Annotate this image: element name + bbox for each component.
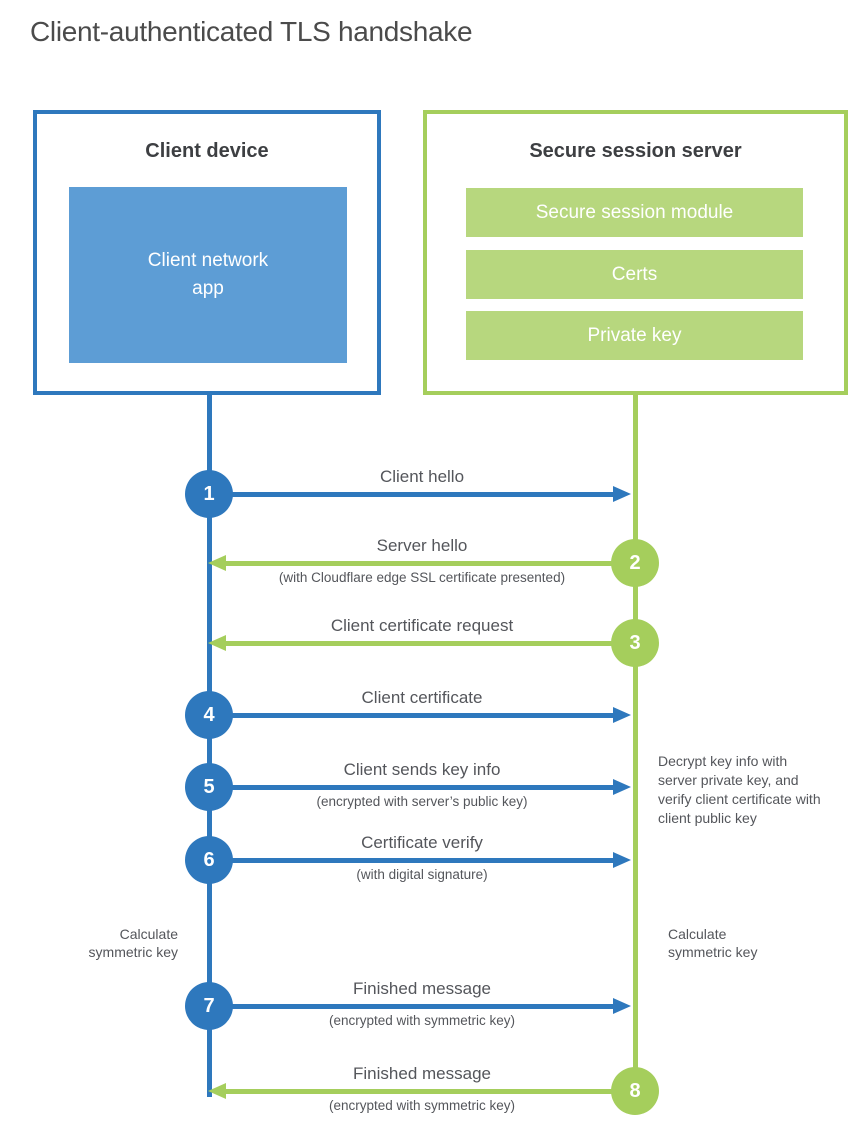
step-6-arrowhead-icon <box>613 852 631 868</box>
step-1-arrow <box>209 492 613 497</box>
step-5-arrowhead-icon <box>613 779 631 795</box>
step-2-sublabel: (with Cloudflare edge SSL certificate pr… <box>278 570 566 585</box>
client-lifeline <box>207 395 212 1097</box>
step-1-arrowhead-icon <box>613 486 631 502</box>
step-7-label: Finished message <box>353 979 491 998</box>
step-7-arrow <box>209 1004 613 1009</box>
step-5-arrow <box>209 785 613 790</box>
server-module-label: Certs <box>611 263 658 285</box>
client-device-title: Client device <box>145 140 269 162</box>
server-module-label: Secure session module <box>535 201 734 223</box>
step-6-label: Certificate verify <box>361 833 483 852</box>
step-4-label: Client certificate <box>361 688 483 707</box>
step-6-number-badge: 6 <box>185 836 233 884</box>
calculate-symmetric-key-note-server: Calculate symmetric key <box>668 926 758 960</box>
step-2-number-badge: 2 <box>611 539 659 587</box>
client-network-app-box: Client network app <box>69 187 347 363</box>
server-module-secure-session: Secure session module <box>466 188 803 237</box>
calculate-symmetric-key-note-client: Calculate symmetric key <box>88 926 178 960</box>
server-module-private-key: Private key <box>466 311 803 360</box>
step-8-arrow <box>226 1089 635 1094</box>
step-2-arrowhead-icon <box>208 555 226 571</box>
step-3-arrow <box>226 641 635 646</box>
step-5-label: Client sends key info <box>343 760 501 779</box>
diagram-title: Client-authenticated TLS handshake <box>30 16 473 47</box>
step-7-arrowhead-icon <box>613 998 631 1014</box>
step-4-arrow <box>209 713 613 718</box>
step-1-number-badge: 1 <box>185 470 233 518</box>
step-6-arrow <box>209 858 613 863</box>
client-device-box: Client device Client network app <box>33 110 381 395</box>
server-lifeline <box>633 395 638 1091</box>
step-8-label: Finished message <box>353 1064 491 1083</box>
step-8-sublabel: (encrypted with symmetric key) <box>328 1098 516 1113</box>
step-2-label: Server hello <box>376 536 468 555</box>
step-3-label: Client certificate request <box>330 616 514 635</box>
step-2-arrow <box>226 561 635 566</box>
client-network-app-label: Client network app <box>147 250 269 299</box>
decrypt-note: Decrypt key info with server private key… <box>658 753 821 826</box>
step-7-number-badge: 7 <box>185 982 233 1030</box>
step-3-number-badge: 3 <box>611 619 659 667</box>
step-5-number-badge: 5 <box>185 763 233 811</box>
step-6-sublabel: (with digital signature) <box>356 867 488 882</box>
secure-session-server-box: Secure session server Secure session mod… <box>423 110 848 395</box>
step-5-sublabel: (encrypted with server’s public key) <box>316 794 528 809</box>
server-module-certs: Certs <box>466 250 803 299</box>
step-8-arrowhead-icon <box>208 1083 226 1099</box>
server-module-label: Private key <box>587 324 682 346</box>
step-1-label: Client hello <box>379 467 465 486</box>
step-8-number-badge: 8 <box>611 1067 659 1115</box>
secure-session-server-title: Secure session server <box>529 140 742 162</box>
step-3-arrowhead-icon <box>208 635 226 651</box>
step-4-arrowhead-icon <box>613 707 631 723</box>
step-4-number-badge: 4 <box>185 691 233 739</box>
step-7-sublabel: (encrypted with symmetric key) <box>328 1013 516 1028</box>
